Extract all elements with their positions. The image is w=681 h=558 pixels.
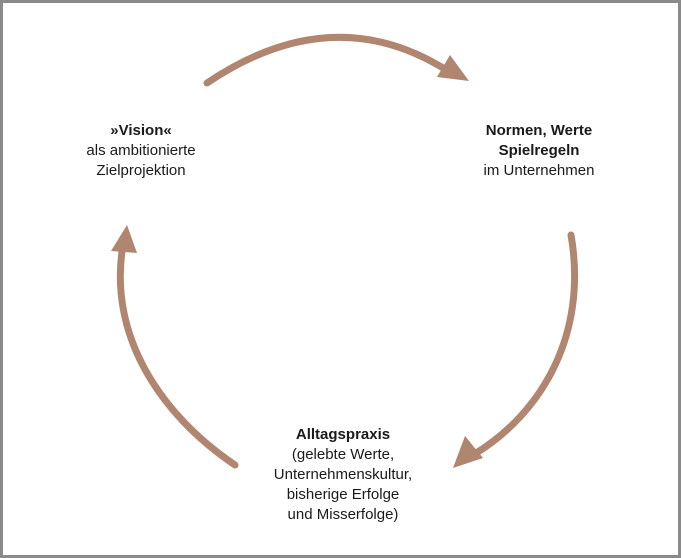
vision-title: »Vision« bbox=[110, 122, 172, 139]
norms-title-line-2: Spielregeln bbox=[498, 142, 580, 159]
practice-to-vision-arrowhead bbox=[111, 225, 137, 253]
practice-node: Alltagspraxis (gelebte Werte, Unternehme… bbox=[243, 425, 443, 525]
vision-to-norms-arrow bbox=[203, 33, 452, 87]
norms-to-practice-arrow bbox=[469, 231, 578, 459]
vision-line-2: Zielprojektion bbox=[96, 162, 186, 179]
vision-to-norms-arrowhead bbox=[437, 55, 469, 81]
norms-node: Normen, Werte Spielregeln im Unternehmen bbox=[459, 121, 619, 181]
practice-line-1: (gelebte Werte, bbox=[291, 446, 395, 463]
practice-title: Alltagspraxis bbox=[295, 426, 391, 443]
norms-line-1: im Unternehmen bbox=[483, 162, 595, 179]
vision-line-1: als ambitionierte bbox=[86, 142, 196, 159]
norms-to-practice-arrowhead bbox=[453, 436, 483, 468]
practice-line-3: bisherige Erfolge bbox=[286, 486, 400, 503]
practice-line-2: Unternehmenskultur, bbox=[273, 466, 413, 483]
vision-node: »Vision« als ambitionierte Zielprojektio… bbox=[61, 121, 221, 181]
practice-to-vision-arrow bbox=[116, 241, 239, 469]
norms-title-line-1: Normen, Werte bbox=[485, 122, 593, 139]
practice-line-4: und Misserfolge) bbox=[287, 506, 399, 523]
cycle-arrows bbox=[111, 33, 578, 469]
